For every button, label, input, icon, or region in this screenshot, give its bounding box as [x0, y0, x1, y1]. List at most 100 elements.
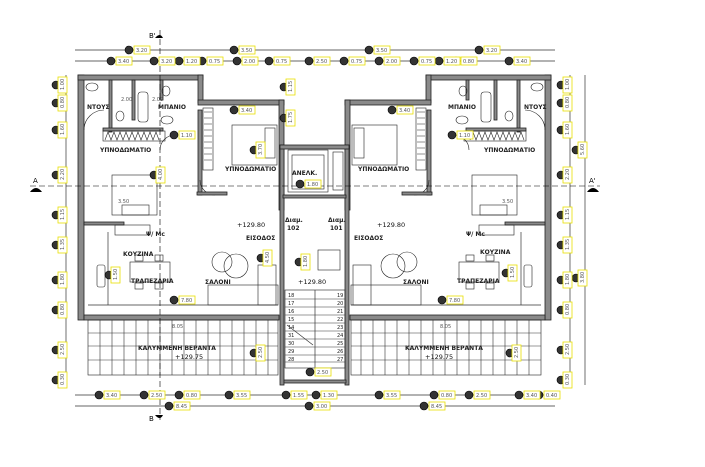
room-entrance-left: ΕΙΣΟΔΟΣ: [246, 235, 275, 242]
dimension-label: 2.50: [314, 367, 332, 377]
dimension-bubble-icon: [139, 390, 149, 400]
room-elevator: ΑΝΕΛΚ.: [292, 170, 317, 177]
dimension-label: 7.80: [446, 295, 464, 305]
stair-step-number: 24: [337, 333, 343, 339]
room-living-left: ΣΑΛΟΝΙ: [205, 279, 231, 286]
dimension-label: 4.50: [262, 249, 273, 267]
dimension-bubble-icon: [374, 390, 384, 400]
dimension-label: 3.20: [483, 45, 501, 55]
room-bedroom-2-right: ΥΠΝΟΔΩΜΑΤΙΟ: [357, 166, 409, 173]
stair-step-number: 30: [288, 341, 294, 347]
dimension-annotations: 3.20 3.50 3.50 3.20 3.40 3.20 1.20 0.75 2.00 0.75…: [57, 45, 588, 411]
section-marker-a-icon: [30, 188, 42, 192]
bath-width-left: 2.00: [152, 97, 163, 103]
svg-text:2.50: 2.50: [565, 344, 571, 355]
dimension-label: 1.15: [57, 206, 68, 224]
dimension-label: 1.20: [443, 56, 461, 66]
level-floor-left: +129.80: [237, 221, 265, 229]
room-dining-left: ΤΡΑΠΕΖΑΡΙΑ: [131, 278, 174, 285]
dimension-label: 0.80: [562, 301, 573, 319]
stair-step-number: 31: [288, 333, 294, 339]
stair-step-number: 18: [288, 293, 294, 299]
svg-text:3.00: 3.00: [316, 404, 327, 410]
bed-width-right: 3.50: [502, 199, 513, 205]
dimension-label: 1.20: [183, 56, 201, 66]
dimension-label: 2.50: [57, 341, 68, 359]
dimension-bubble-icon: [169, 295, 179, 305]
svg-text:0.75: 0.75: [276, 59, 287, 65]
dimension-bubble-icon: [304, 56, 314, 66]
svg-text:3.20: 3.20: [161, 59, 172, 65]
dimension-label: 1.50: [507, 264, 518, 282]
svg-text:8.45: 8.45: [431, 404, 442, 410]
dimension-label: 4.00: [155, 166, 166, 184]
svg-text:0.80: 0.80: [60, 97, 66, 108]
dimension-label: 3.70: [255, 141, 266, 159]
svg-text:5.60: 5.60: [580, 144, 586, 155]
level-veranda-right: +129.75: [425, 353, 453, 361]
dimension-label: 2.50: [473, 390, 491, 400]
level-floor-core: +129.80: [298, 278, 326, 286]
section-marker-b-icon: [155, 415, 163, 418]
svg-text:3.20: 3.20: [136, 48, 147, 54]
svg-text:1.50: 1.50: [113, 269, 119, 280]
svg-text:1.15: 1.15: [565, 209, 571, 220]
dimension-label: 5.60: [577, 141, 588, 159]
dimension-label: 3.40: [513, 56, 531, 66]
dimension-bubble-icon: [474, 45, 484, 55]
room-kitchen-right: ΚΟΥΖΙΝΑ: [480, 249, 511, 256]
room-dining-right: ΤΡΑΠΕΖΑΡΙΑ: [457, 278, 500, 285]
dimension-label: 8.45: [428, 401, 446, 411]
svg-text:1.75: 1.75: [288, 112, 294, 123]
svg-text:1.50: 1.50: [510, 267, 516, 278]
svg-text:1.00: 1.00: [60, 79, 66, 90]
dimension-bubble-icon: [434, 56, 444, 66]
dimension-bubble-icon: [311, 390, 321, 400]
svg-text:2.00: 2.00: [244, 59, 255, 65]
section-label-a-prime: A': [589, 177, 596, 185]
room-shower-left: ΝΤΟΥΣ: [87, 104, 110, 111]
dimension-label: 1.60: [57, 121, 68, 139]
dimension-label: 1.60: [562, 121, 573, 139]
dimension-label: 0.80: [438, 390, 456, 400]
svg-text:0.30: 0.30: [565, 374, 571, 385]
dimension-bubble-icon: [464, 390, 474, 400]
dimension-bubble-icon: [419, 401, 429, 411]
dimension-label: 0.80: [57, 301, 68, 319]
svg-text:1.80: 1.80: [60, 274, 66, 285]
stair-step-number: 29: [288, 349, 294, 355]
dimension-bubble-icon: [229, 105, 239, 115]
dimension-bubble-icon: [364, 45, 374, 55]
dimension-label: 0.75: [206, 56, 224, 66]
section-label-a: A: [33, 177, 38, 185]
svg-text:7.80: 7.80: [449, 298, 460, 304]
svg-text:2.50: 2.50: [258, 347, 264, 358]
svg-text:4.50: 4.50: [265, 252, 271, 263]
dimension-label: 2.50: [148, 390, 166, 400]
dimension-bubble-icon: [504, 56, 514, 66]
dimension-bubble-icon: [124, 45, 134, 55]
svg-text:2.50: 2.50: [476, 393, 487, 399]
section-marker-b-prime-icon: [155, 35, 163, 38]
dimension-label: 0.80: [57, 94, 68, 112]
svg-text:1.30: 1.30: [323, 393, 334, 399]
svg-text:3.50: 3.50: [241, 48, 252, 54]
dimension-label: 1.50: [110, 266, 121, 284]
dimension-label: 3.40: [523, 390, 541, 400]
dimension-bubble-icon: [94, 390, 104, 400]
dimension-label: 2.20: [57, 166, 68, 184]
dimension-label: 0.75: [418, 56, 436, 66]
room-entrance-right: ΕΙΣΟΔΟΣ: [354, 235, 383, 242]
apartment-101-label: Διαμ.: [328, 217, 346, 224]
svg-text:0.80: 0.80: [565, 97, 571, 108]
stair-step-number: 26: [337, 349, 343, 355]
dimension-bubble-icon: [174, 390, 184, 400]
apartment-101-number: 101: [330, 225, 343, 232]
svg-text:1.10: 1.10: [181, 133, 192, 139]
dimension-label: 1.00: [562, 76, 573, 94]
stair-step-number: 16: [288, 309, 294, 315]
apartment-101-plan: [344, 74, 552, 376]
dimension-bubble-icon: [169, 130, 179, 140]
